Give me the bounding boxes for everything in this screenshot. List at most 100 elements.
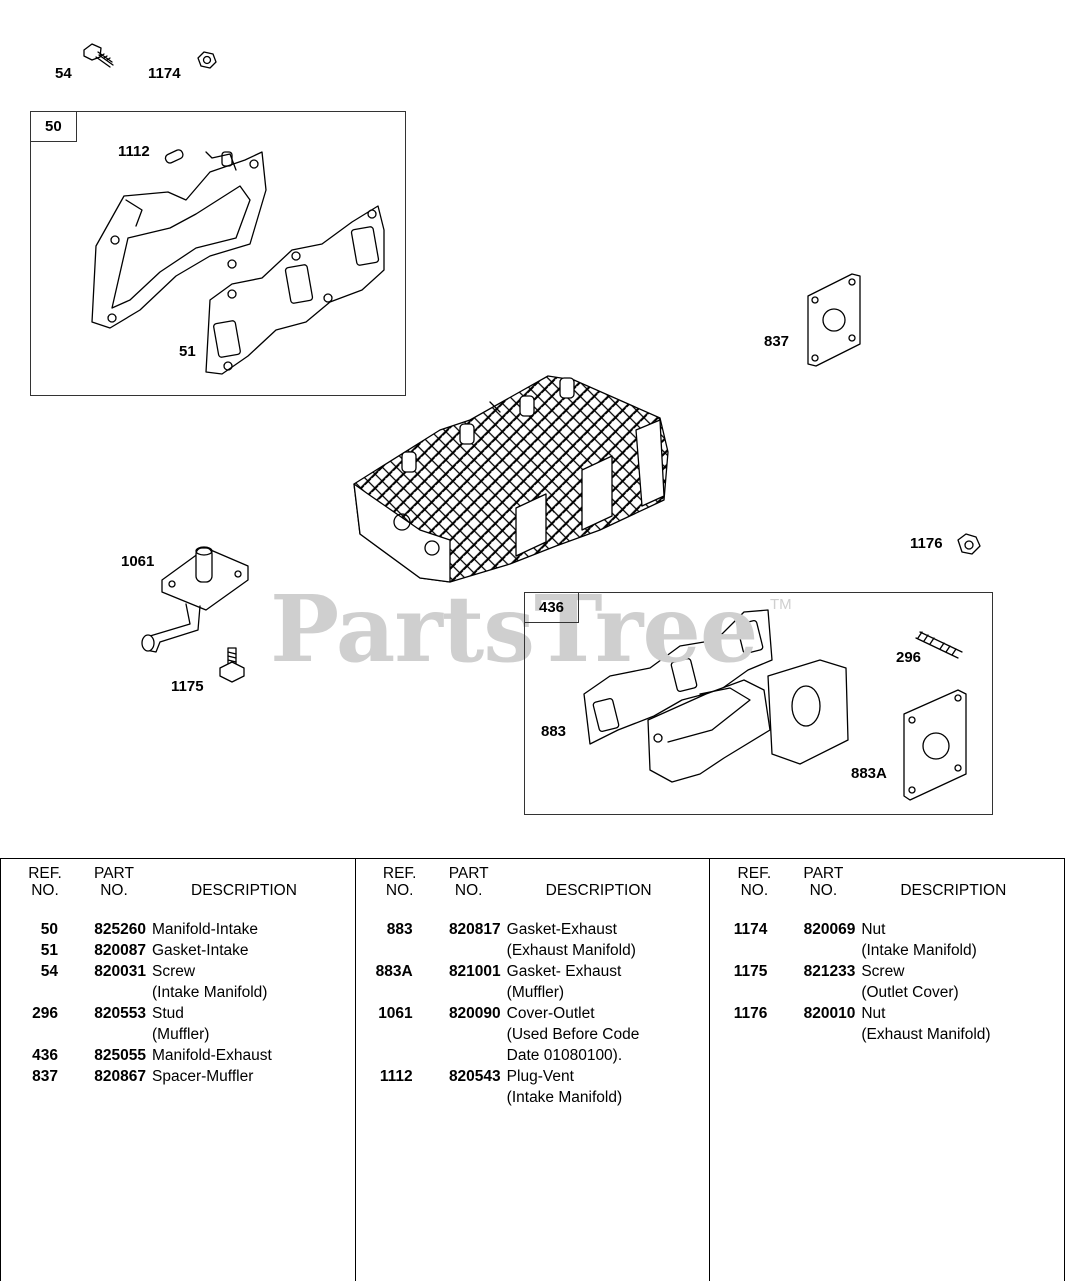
stud-296-drawing	[915, 631, 963, 659]
callout-296: 296	[896, 649, 922, 666]
table-row: 51 820087 Gasket-Intake	[1, 940, 355, 961]
part-no-cell: 825260	[94, 921, 146, 938]
header-description: DESCRIPTION	[545, 882, 652, 899]
part-no-cell: 821233	[803, 963, 856, 980]
description-cell: Manifold-Intake	[152, 921, 258, 938]
kit-label-50: 50	[31, 112, 77, 142]
part-no-cell: 820087	[94, 942, 146, 959]
exhaust-manifold-drawing	[647, 659, 849, 783]
description-cell: Screw (Outlet Cover)	[861, 963, 959, 1001]
part-no-cell: 820090	[448, 1005, 501, 1022]
header-part-no: PART NO.	[94, 865, 134, 899]
header-ref-no: REF. NO.	[737, 865, 772, 899]
description-cell: Gasket- Exhaust (Muffler)	[506, 963, 622, 1001]
callout-837: 837	[764, 333, 790, 350]
ref-no-cell: 1174	[733, 921, 768, 938]
table-row: 1176 820010 Nut (Exhaust Manifold)	[710, 1003, 1064, 1045]
ref-no-cell: 1175	[733, 963, 768, 980]
table-row: 296 820553 Stud (Muffler)	[1, 1003, 355, 1045]
description-cell: Gasket-Intake	[152, 942, 249, 959]
table-row: 54 820031 Screw (Intake Manifold)	[1, 961, 355, 1003]
callout-883: 883	[541, 723, 567, 740]
screw-1175-drawing	[219, 647, 245, 683]
header-description: DESCRIPTION	[191, 882, 297, 899]
ref-no-cell: 1176	[733, 1005, 768, 1022]
table-row: 1112 820543 Plug-Vent (Intake Manifold)	[356, 1066, 710, 1108]
description-cell: Gasket-Exhaust (Exhaust Manifold)	[506, 921, 636, 959]
ref-no-cell: 1112	[379, 1068, 413, 1085]
callout-54: 54	[55, 65, 72, 82]
ref-no-cell: 296	[32, 1005, 58, 1022]
nut-1174-drawing	[197, 51, 217, 69]
watermark: PartsTree	[270, 575, 758, 683]
description-cell: Spacer-Muffler	[152, 1068, 254, 1085]
ref-no-cell: 51	[40, 942, 58, 959]
outlet-cover-1061-drawing	[141, 546, 249, 653]
parts-rows: 883 820817 Gasket-Exhaust (Exhaust Manifol…	[356, 919, 710, 1108]
table-row: 1174 820069 Nut (Intake Manifold)	[710, 919, 1064, 961]
kit-label-436: 436	[525, 593, 580, 623]
callout-1174: 1174	[148, 65, 181, 82]
header-ref-no: REF. NO.	[382, 865, 417, 899]
screw-54-drawing	[83, 43, 114, 68]
header-part-no: PART NO.	[448, 865, 489, 899]
kit-box-436: 436	[524, 592, 993, 815]
callout-1112: 1112	[118, 143, 150, 160]
part-no-cell: 820031	[94, 963, 146, 980]
exhaust-gasket-883-drawing	[583, 609, 773, 745]
table-row: 1175 821233 Screw (Outlet Cover)	[710, 961, 1064, 1003]
ref-no-cell: 883A	[375, 963, 413, 980]
callout-1175: 1175	[171, 678, 204, 695]
ref-no-cell: 1061	[378, 1005, 413, 1022]
table-row: 837 820867 Spacer-Muffler	[1, 1066, 355, 1087]
part-no-cell: 820069	[803, 921, 856, 938]
callout-1176: 1176	[910, 535, 943, 552]
part-no-cell: 820867	[94, 1068, 146, 1085]
part-no-cell: 820543	[448, 1068, 501, 1085]
spacer-837-drawing	[807, 273, 861, 367]
description-cell: Plug-Vent (Intake Manifold)	[506, 1068, 623, 1106]
description-cell: Screw (Intake Manifold)	[152, 963, 268, 1001]
callout-51: 51	[179, 343, 196, 360]
description-cell: Manifold-Exhaust	[152, 1047, 272, 1064]
part-no-cell: 820817	[448, 921, 501, 938]
table-row: 883 820817 Gasket-Exhaust (Exhaust Manifol…	[356, 919, 710, 961]
cylinder-head-drawing	[353, 375, 669, 583]
ref-no-cell: 50	[40, 921, 58, 938]
nut-1176-drawing	[957, 533, 981, 555]
intake-manifold-drawing	[91, 151, 267, 329]
exhaust-gasket-883a-drawing	[903, 689, 967, 801]
parts-rows: 50 825260 Manifold-Intake 51 820087 Gasket-In…	[1, 919, 355, 1087]
table-row: 50 825260 Manifold-Intake	[1, 919, 355, 940]
diagram-drawing	[83, 43, 981, 801]
table-row: 436 825055 Manifold-Exhaust	[1, 1045, 355, 1066]
description-cell: Cover-Outlet (Used Before Code Date 0108…	[506, 1005, 640, 1064]
header-description: DESCRIPTION	[900, 882, 1007, 899]
description-cell: Nut (Intake Manifold)	[861, 921, 977, 959]
description-cell: Stud (Muffler)	[152, 1005, 210, 1043]
plug-1112-drawing	[164, 149, 184, 164]
callout-1061: 1061	[121, 553, 155, 570]
ref-no-cell: 436	[32, 1047, 58, 1064]
ref-no-cell: 883	[386, 921, 413, 938]
header-ref-no: REF. NO.	[28, 865, 62, 899]
parts-diagram: PartsTree TM 50 436 54 1174 1112 51 837 …	[30, 43, 993, 815]
part-no-cell: 820553	[94, 1005, 146, 1022]
ref-no-cell: 54	[40, 963, 58, 980]
description-cell: Nut (Exhaust Manifold)	[861, 1005, 991, 1043]
callout-883a: 883A	[851, 765, 887, 782]
kit-box-50: 50	[30, 111, 406, 396]
table-row: 883A 821001 Gasket- Exhaust (Muffler)	[356, 961, 710, 1003]
part-no-cell: 820010	[803, 1005, 856, 1022]
intake-gasket-drawing	[205, 205, 385, 375]
ref-no-cell: 837	[32, 1068, 58, 1085]
part-no-cell: 821001	[448, 963, 501, 980]
table-row: 1061 820090 Cover-Outlet (Used Before Code…	[356, 1003, 710, 1066]
parts-rows: 1174 820069 Nut (Intake Manifold) 1175 82123…	[710, 919, 1064, 1045]
part-no-cell: 825055	[94, 1047, 146, 1064]
trademark-symbol: TM	[770, 596, 792, 613]
